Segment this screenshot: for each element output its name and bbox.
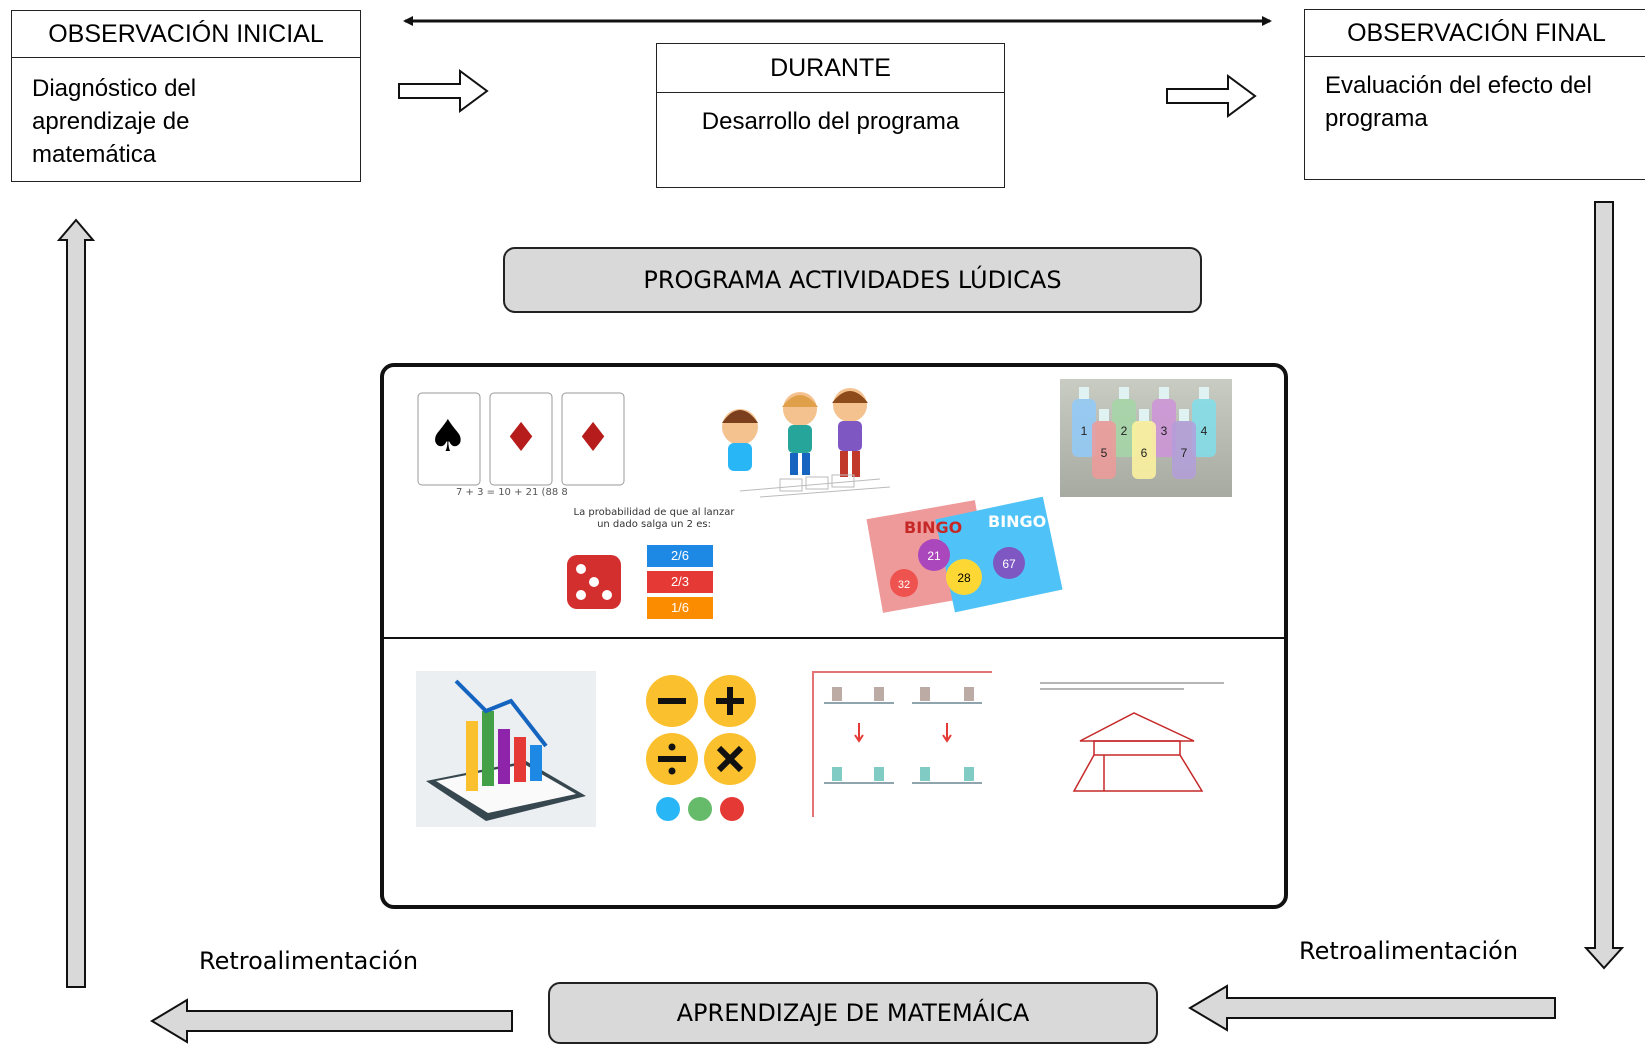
balance-scale-icon <box>824 702 982 784</box>
green-dot-icon <box>688 797 712 821</box>
bottle-icon: 1 <box>1072 387 1096 457</box>
svg-text:7: 7 <box>1181 446 1188 460</box>
bingo-cards-icon: BINGO BINGO 21 28 67 32 <box>866 496 1063 613</box>
svg-text:♦: ♦ <box>575 415 611 461</box>
svg-text:2: 2 <box>1121 424 1128 438</box>
hopscotch-grid-icon <box>739 474 891 498</box>
blue-dot-icon <box>656 797 680 821</box>
probability-option-1: 2/6 <box>647 545 713 567</box>
probability-option-3: 1/6 <box>647 597 713 619</box>
playing-cards-image: ♠ ♦ ♦ 7 + 3 = 10 + 21 (88 8 <box>416 391 646 499</box>
svg-text:67: 67 <box>1002 557 1016 571</box>
svg-text:♦: ♦ <box>503 415 539 461</box>
bottle-icon: 7 <box>1172 409 1196 479</box>
bar-chart-tablet-image <box>416 671 596 827</box>
red-dot-icon <box>720 797 744 821</box>
feedback-up-arrow <box>56 218 96 988</box>
svg-text:4: 4 <box>1201 424 1208 438</box>
svg-text:32: 32 <box>898 579 910 591</box>
balance-equations-image <box>812 671 992 817</box>
bottle-icon: 6 <box>1132 409 1156 479</box>
box-durante-title: DURANTE <box>657 44 1004 93</box>
kid-icon-3 <box>832 388 868 477</box>
svg-text:5: 5 <box>1101 446 1108 460</box>
card-spades-icon: ♠ <box>417 392 481 486</box>
multiply-icon <box>704 733 756 785</box>
feedback-left-arrow <box>150 998 513 1044</box>
bottle-icon: 3 <box>1152 387 1176 457</box>
svg-text:21: 21 <box>927 549 941 563</box>
kid-icon <box>722 409 758 471</box>
bottles-image: 1 2 3 4 5 6 7 <box>1060 379 1232 497</box>
svg-text:BINGO: BINGO <box>904 518 962 537</box>
bottle-icon: 2 <box>1112 387 1136 457</box>
kid-icon-2 <box>782 392 818 475</box>
block-arrow-durante-to-final <box>1166 74 1257 118</box>
box-observacion-inicial-body: Diagnóstico del aprendizaje de matemátic… <box>32 75 197 168</box>
box-observacion-inicial: OBSERVACIÓN INICIAL Diagnóstico del apre… <box>11 10 361 182</box>
activities-panel: ♠ ♦ ♦ 7 + 3 = 10 + 21 (88 8 <box>380 363 1288 909</box>
program-label: PROGRAMA ACTIVIDADES LÚDICAS <box>503 247 1202 313</box>
svg-text:BINGO: BINGO <box>988 512 1046 531</box>
red-dice-icon <box>567 555 621 609</box>
box-observacion-final: OBSERVACIÓN FINAL Evaluación del efecto … <box>1304 9 1645 180</box>
feedback-right-arrow <box>1188 984 1556 1032</box>
box-observacion-final-body: Evaluación del efecto del programa <box>1325 72 1592 132</box>
geometry-problem-image <box>1034 671 1234 811</box>
svg-text:3: 3 <box>1161 424 1168 438</box>
learning-label: APRENDIZAJE DE MATEMÁICA <box>548 982 1158 1044</box>
card-diamonds-icon: ♦ <box>489 392 553 486</box>
probability-option-2: 2/3 <box>647 571 713 593</box>
svg-text:1: 1 <box>1081 424 1088 438</box>
box-durante: DURANTE Desarrollo del programa <box>656 43 1005 188</box>
minus-icon <box>646 675 698 727</box>
svg-text:6: 6 <box>1141 446 1148 460</box>
box-observacion-inicial-title: OBSERVACIÓN INICIAL <box>12 11 360 58</box>
card-diamonds-icon-2: ♦ <box>561 392 625 486</box>
house-shape-icon <box>1072 712 1204 792</box>
probability-question-text: La probabilidad de que al lanzar un dado… <box>573 507 735 530</box>
panel-divider <box>384 637 1284 639</box>
feedback-left-label: Retroalimentación <box>199 947 419 975</box>
box-observacion-final-title: OBSERVACIÓN FINAL <box>1305 10 1645 57</box>
svg-text:♠: ♠ <box>428 411 467 462</box>
plus-icon <box>704 675 756 727</box>
box-durante-body: Desarrollo del programa <box>701 108 960 135</box>
block-arrow-inicial-to-durante <box>398 69 489 113</box>
kids-hopscotch-image <box>700 379 900 499</box>
divide-icon <box>646 733 698 785</box>
bingo-image: BINGO BINGO 21 28 67 32 <box>864 496 1064 615</box>
svg-text:28: 28 <box>957 571 971 585</box>
probability-question-image: La probabilidad de que al lanzar un dado… <box>559 507 739 627</box>
cards-caption: 7 + 3 = 10 + 21 (88 8 <box>456 487 568 498</box>
bottle-icon: 4 <box>1192 387 1216 457</box>
bottle-icon: 5 <box>1092 409 1116 479</box>
feedback-right-label: Retroalimentación <box>1299 937 1519 965</box>
text-lines-icon <box>1040 682 1224 690</box>
operation-icons-image <box>642 671 762 827</box>
feedback-down-arrow <box>1583 201 1625 970</box>
